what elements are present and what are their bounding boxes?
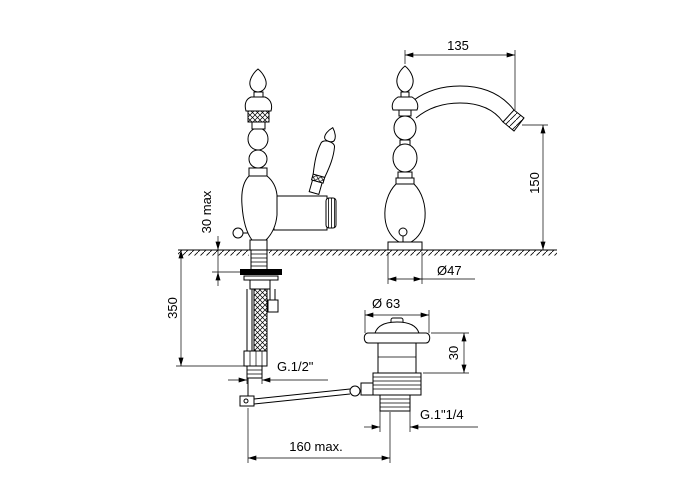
mixer-side-view — [232, 68, 361, 407]
waste-tailpiece-threads — [380, 398, 410, 408]
drain-knob — [232, 227, 244, 239]
dim-47-label: Ø47 — [437, 263, 462, 278]
dim-30-label: 30 — [446, 346, 461, 360]
lever-finial — [324, 126, 336, 143]
fixing-washer — [240, 269, 282, 275]
column-bell — [244, 96, 273, 112]
linkage-joint — [349, 385, 361, 397]
dimension-g-1-quarter: G.1"1/4 — [364, 407, 478, 432]
dim-135-label: 135 — [447, 38, 469, 53]
column-bulb-lower-front — [392, 143, 418, 173]
hose-end-nut-lines — [249, 351, 263, 366]
threaded-shank — [250, 249, 268, 271]
dimension-30-max: 30 max — [199, 190, 240, 286]
waste-side-boss — [360, 382, 375, 396]
waste-nut — [372, 372, 422, 396]
finial — [249, 68, 267, 93]
spout-outer-curve — [413, 85, 515, 111]
mixer-base-front — [387, 241, 423, 251]
dim-160-label: 160 max. — [289, 439, 342, 454]
handle-cartridge-cylinder — [273, 195, 328, 231]
dimension-350: 350 — [165, 250, 244, 367]
hose-end-nut — [243, 350, 268, 367]
hose-connector-block — [249, 279, 271, 290]
drain-knob-front — [398, 227, 408, 237]
knurled-band — [247, 110, 270, 123]
mixer-base — [249, 239, 268, 251]
column-neck-front — [398, 109, 412, 117]
finial-collar — [253, 91, 264, 98]
countertop-hatch-right — [269, 250, 557, 256]
handle-cartridge-end-cap — [325, 197, 337, 229]
shank-threads — [251, 253, 267, 267]
mixer-front-view — [384, 65, 525, 251]
collar-front — [397, 171, 413, 179]
dim-63-extensions — [364, 310, 430, 333]
short-pipe-fitting — [267, 299, 279, 313]
spout-aerator — [502, 109, 525, 132]
braided-hose — [253, 288, 268, 352]
dim-160-extensions — [247, 408, 391, 463]
dimension-diameter-63: Ø 63 — [364, 296, 430, 333]
dimension-diameter-47: Ø47 — [387, 252, 475, 284]
waste-nut-threads — [373, 376, 421, 390]
dim-63-label: Ø 63 — [372, 296, 400, 311]
waste-body — [377, 342, 417, 374]
body-collar — [248, 167, 268, 177]
dim-g114-extensions — [379, 411, 411, 432]
short-pipe — [269, 289, 276, 300]
lever-handle — [308, 126, 336, 195]
column-bulb-upper-front — [393, 115, 417, 141]
dimension-30: 30 — [423, 332, 469, 374]
dim-30-extensions — [423, 332, 469, 374]
dimension-135: 135 — [404, 38, 516, 110]
dimension-150: 150 — [522, 124, 548, 251]
column-neck — [251, 121, 266, 130]
finial-collar-front — [400, 91, 410, 98]
dim-30max-label: 30 max — [199, 190, 214, 233]
clevis-pin — [243, 398, 249, 404]
linkage-rod — [253, 388, 351, 405]
column-bell-front — [391, 96, 419, 111]
plain-hose — [246, 289, 253, 352]
dimension-160-max: 160 max. — [247, 408, 391, 463]
countertop-hatch-left — [178, 250, 249, 256]
dimension-g-half-inch: G.1/2" — [228, 359, 328, 384]
dim-g12-label: G.1/2" — [277, 359, 314, 374]
fixing-nut — [243, 275, 279, 281]
dim-350-label: 350 — [165, 297, 180, 319]
column-bulb-lower — [248, 149, 268, 169]
waste-stopper-dome — [374, 321, 420, 334]
countertop — [178, 249, 557, 256]
collar-wide-front — [395, 177, 415, 185]
hose-end-thread — [246, 365, 263, 379]
waste-flange — [363, 332, 431, 344]
column-bulb-upper — [247, 127, 269, 151]
dim-150-label: 150 — [527, 172, 542, 194]
hose-end-thread-lines — [247, 369, 262, 375]
dim-g114-label: G.1"1/4 — [420, 407, 464, 422]
popup-waste — [360, 317, 431, 412]
spout-inner-curve — [415, 102, 504, 123]
dim-135-extensions — [404, 50, 516, 110]
mixer-body — [241, 175, 278, 241]
